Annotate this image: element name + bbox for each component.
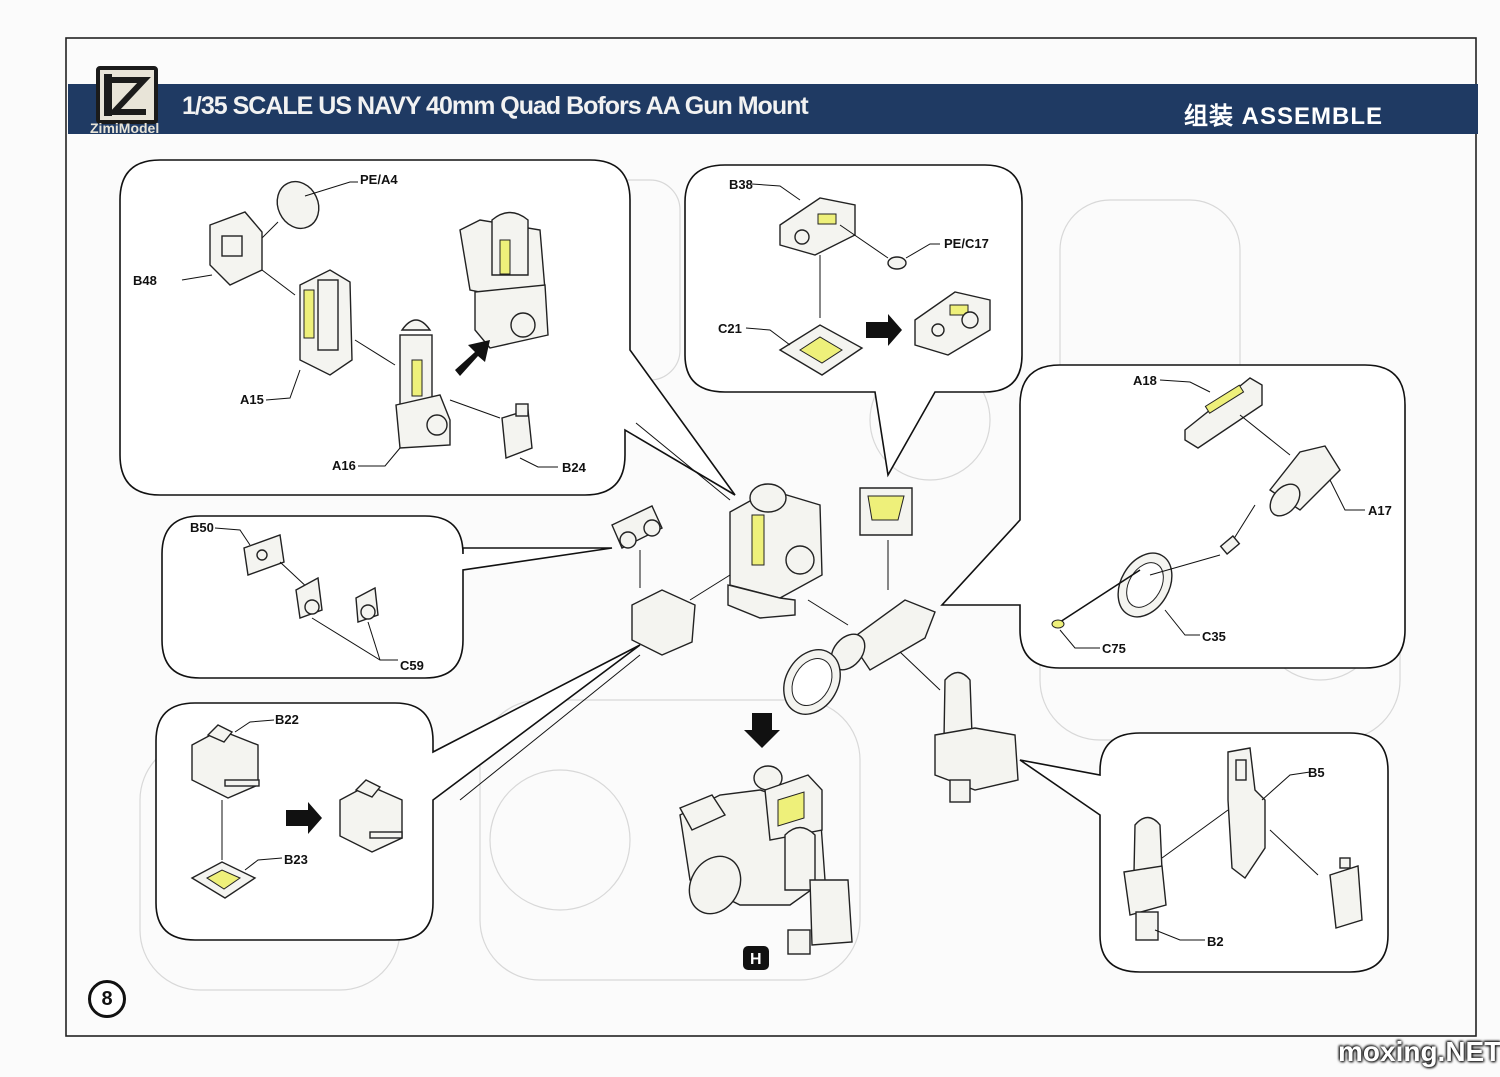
label-a15: A15 <box>240 392 264 407</box>
part-final-assembly <box>679 765 853 955</box>
part-b5 <box>1161 747 1319 880</box>
part-b48 <box>181 211 296 296</box>
part-main-housing <box>635 422 823 619</box>
label-b23: B23 <box>284 852 308 867</box>
label-c35: C35 <box>1202 629 1226 644</box>
brand-name: ZimiModel <box>90 120 160 136</box>
arrow-icon <box>866 314 902 346</box>
part-a15-a16-assembled <box>459 211 549 349</box>
part-b22-assembled <box>339 779 403 853</box>
header-bar <box>68 84 1478 134</box>
part-pe-a4 <box>261 180 358 239</box>
page-frame <box>65 37 1477 1037</box>
arrow-icon <box>744 713 780 748</box>
label-c75: C75 <box>1102 641 1126 656</box>
part-b2 <box>1123 816 1205 941</box>
part-b38-assembled <box>914 291 991 356</box>
label-a18: A18 <box>1133 373 1157 388</box>
part-b38 <box>751 183 856 318</box>
part-b2-b5-subassembly <box>934 671 1019 803</box>
callout-b50-c59 <box>161 515 613 679</box>
brand-logo: ZimiModel <box>88 62 162 140</box>
label-b48: B48 <box>133 273 157 288</box>
label-b24: B24 <box>562 460 587 475</box>
part-a17 <box>1219 445 1365 555</box>
label-b38: B38 <box>729 177 753 192</box>
page-number: 8 <box>88 980 126 1018</box>
part-b24 <box>449 399 558 468</box>
part-b5-side <box>1329 857 1363 929</box>
watermark: moxing.NET <box>1338 1036 1500 1067</box>
part-b22 <box>191 719 275 860</box>
label-a16: A16 <box>332 458 356 473</box>
callout-b2-b5 <box>1019 732 1389 973</box>
label-b22: B22 <box>275 712 299 727</box>
part-b23 <box>190 857 283 899</box>
callout-a17-a18 <box>940 364 1406 669</box>
step-marker-h <box>743 946 769 970</box>
label-b5: B5 <box>1308 765 1325 780</box>
part-c75 <box>1051 554 1221 649</box>
part-b50-c59-subassembly <box>611 505 663 588</box>
part-b38-c21-subassembly <box>859 487 913 590</box>
part-a15 <box>265 269 396 401</box>
part-a18 <box>1159 377 1291 456</box>
part-pe-c17 <box>839 224 940 270</box>
logo-z-icon <box>104 74 151 116</box>
logo-mark <box>96 66 158 124</box>
part-c59 <box>295 576 398 661</box>
label-b50: B50 <box>190 520 214 535</box>
part-a16 <box>358 319 451 467</box>
label-h: H <box>750 951 762 968</box>
part-c21 <box>745 324 864 376</box>
callout-b38-c21 <box>684 164 1023 478</box>
label-b2: B2 <box>1207 934 1224 949</box>
label-a17: A17 <box>1368 503 1392 518</box>
label-pe-a4: PE/A4 <box>360 172 398 187</box>
arrow-icon <box>286 802 322 834</box>
callout-b22-b23 <box>155 644 641 941</box>
label-pe-c17: PE/C17 <box>944 236 989 251</box>
part-b50 <box>214 527 311 591</box>
arrow-icon <box>455 340 490 376</box>
page-title: 1/35 SCALE US NAVY 40mm Quad Bofors AA G… <box>182 92 809 120</box>
part-a17-a18-subassembly <box>783 599 941 715</box>
part-b22-b23-subassembly <box>459 589 696 801</box>
label-c59: C59 <box>400 658 424 673</box>
label-c21: C21 <box>718 321 742 336</box>
step-label: 组装 ASSEMBLE <box>1184 103 1384 130</box>
